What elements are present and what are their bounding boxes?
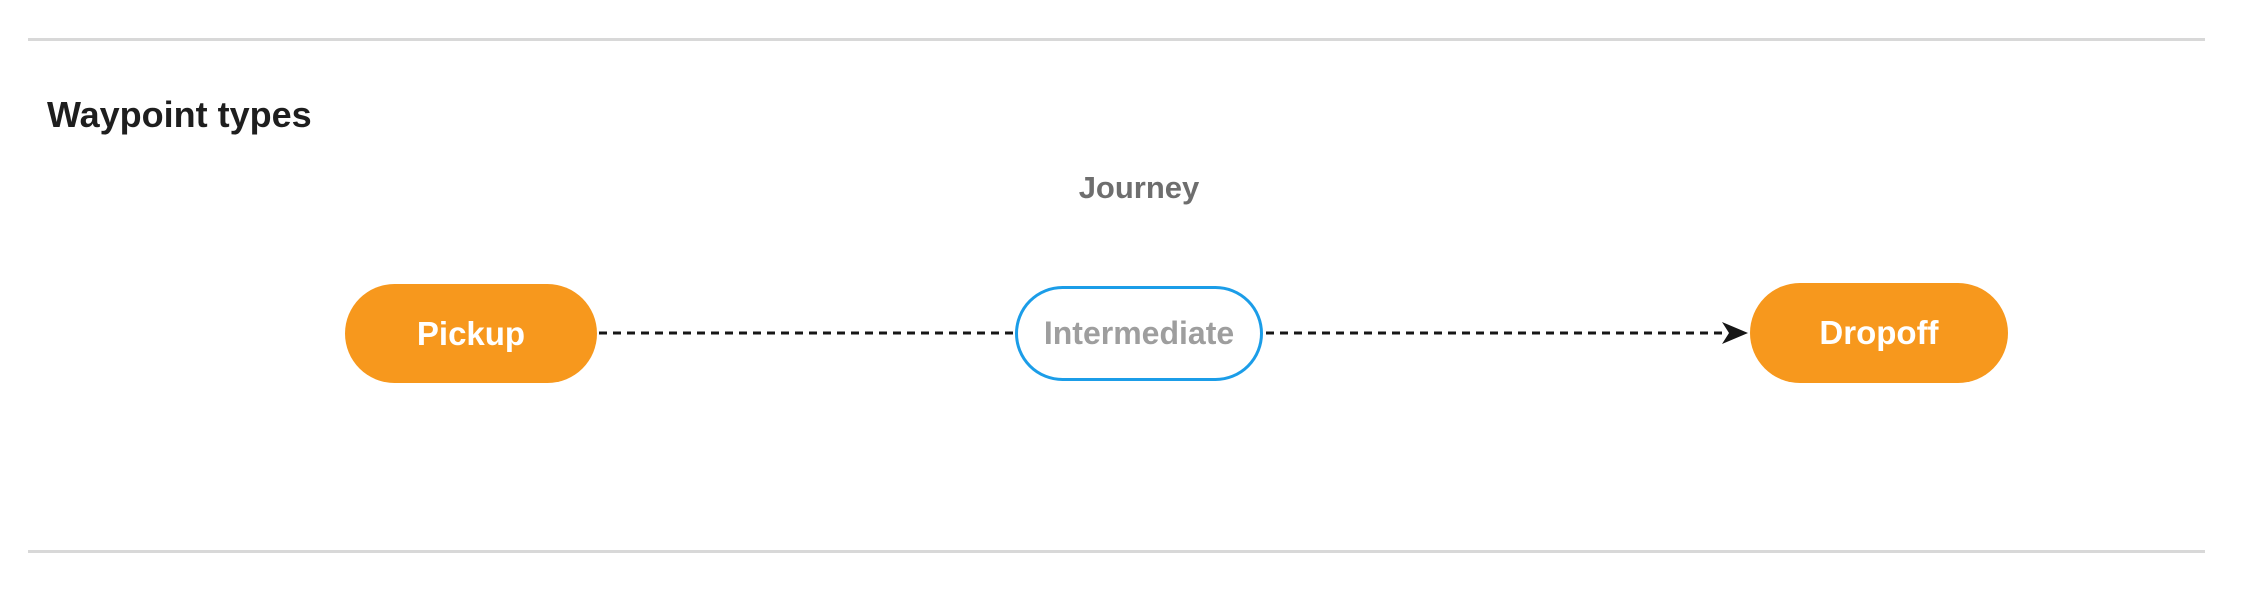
section-title: Waypoint types [47,93,312,135]
node-dropoff: Dropoff [1750,283,2008,383]
journey-label: Journey [1078,170,1200,205]
node-dropoff-label: Dropoff [1819,314,1939,351]
node-intermediate: Intermediate [1015,286,1263,381]
bottom-divider [28,550,2205,553]
node-pickup-label: Pickup [416,314,526,352]
node-intermediate-label: Intermediate [1043,315,1235,351]
arrowhead-icon [1722,322,1748,344]
node-pickup: Pickup [345,284,597,383]
top-divider [28,38,2205,41]
